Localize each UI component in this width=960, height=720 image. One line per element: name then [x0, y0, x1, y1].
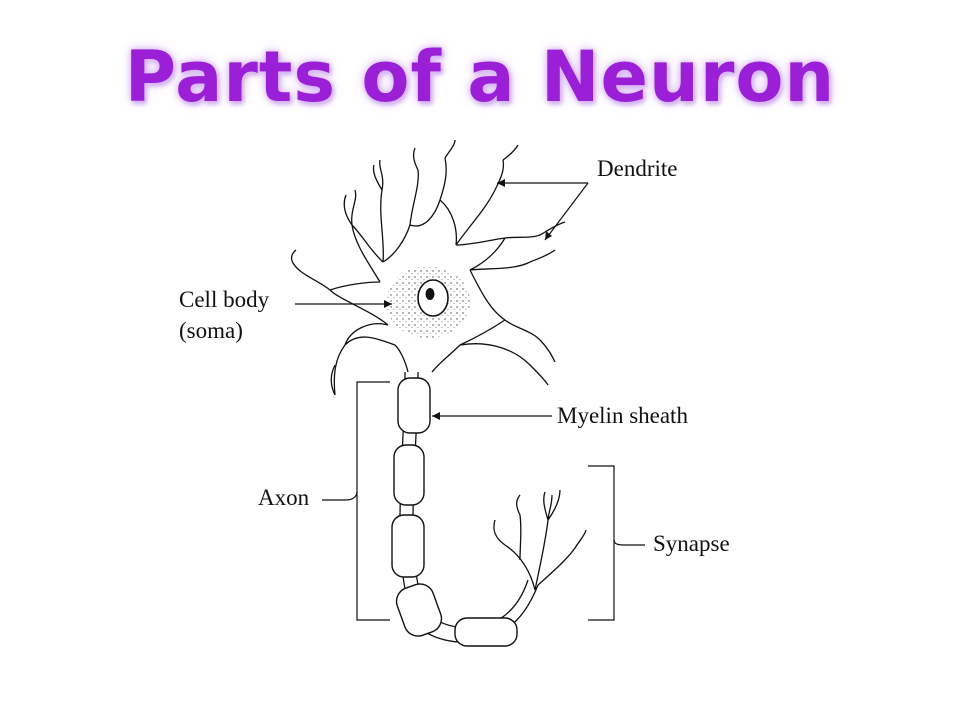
myelin-sheath-label: Myelin sheath — [557, 403, 688, 428]
myelin-segments — [391, 377, 518, 647]
synapse-label: Synapse — [653, 531, 730, 556]
axon-label: Axon — [258, 485, 310, 510]
axon-bracket — [356, 381, 390, 621]
synapse-leader — [613, 539, 645, 546]
cell-body-label: Cell body — [179, 287, 270, 312]
soma-label: (soma) — [179, 318, 243, 343]
cell-body-shape — [290, 139, 566, 396]
dendrite-leader-2 — [544, 182, 589, 241]
axon-terminals — [493, 489, 587, 591]
page-title: Parts of a Neuron — [124, 36, 836, 118]
dendrite-label: Dendrite — [597, 156, 678, 181]
synapse-bracket — [588, 465, 615, 621]
axon-leader — [322, 491, 358, 501]
leader-lines — [295, 182, 645, 621]
